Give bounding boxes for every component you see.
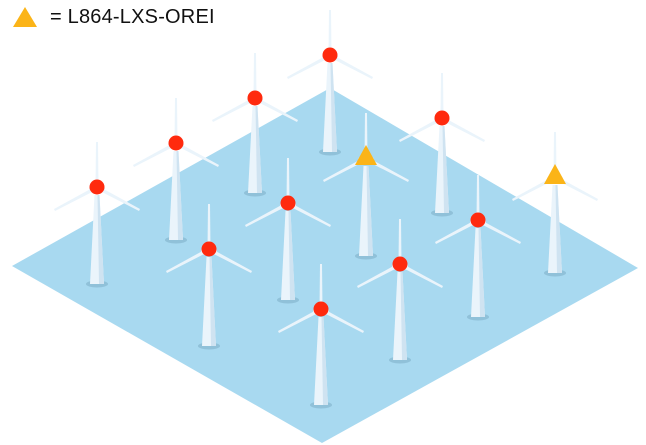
turbine-tower-shade xyxy=(209,257,216,346)
sea-plane xyxy=(12,88,638,443)
wind-turbine xyxy=(54,142,140,288)
wind-turbine xyxy=(399,73,485,217)
circle-marker xyxy=(322,47,338,63)
wind-turbine xyxy=(323,113,409,260)
turbine-blade xyxy=(435,219,479,244)
turbine-blade xyxy=(357,263,401,288)
wind-turbine xyxy=(166,204,252,350)
wind-turbine xyxy=(278,264,364,409)
wind-turbine xyxy=(287,10,373,156)
turbine-tower-shade xyxy=(366,166,373,256)
turbine-blade xyxy=(399,263,443,288)
triangle-marker xyxy=(355,145,377,165)
turbine-blade xyxy=(133,142,177,167)
turbine-tower-shade xyxy=(321,317,328,405)
turbine-blade xyxy=(328,10,332,55)
circle-marker xyxy=(434,110,450,126)
turbine-blade xyxy=(212,97,256,122)
turbine-blade xyxy=(96,186,140,211)
turbine-blade xyxy=(441,117,485,142)
wind-turbine xyxy=(212,53,298,197)
wind-turbine xyxy=(133,98,219,244)
turbine-blade xyxy=(175,142,219,167)
turbine-blade xyxy=(476,175,480,220)
turbine-tower-shade xyxy=(555,185,562,273)
turbine-blade xyxy=(95,142,99,187)
wind-turbine xyxy=(245,158,331,304)
circle-marker xyxy=(247,90,263,106)
triangle-marker-icon xyxy=(13,7,37,27)
turbine-blade xyxy=(398,219,402,264)
turbine-blade xyxy=(287,202,331,227)
turbine-blade xyxy=(245,202,289,227)
circle-marker xyxy=(89,179,105,195)
legend: = L864-LXS-OREI xyxy=(12,4,215,30)
turbine-blade xyxy=(207,204,211,249)
turbine-tower-shade xyxy=(97,195,104,284)
turbine-blade xyxy=(278,308,322,333)
turbine-blade xyxy=(399,117,443,142)
turbine-blade xyxy=(329,54,373,79)
turbine-blade xyxy=(166,248,210,273)
turbine-tower-shade xyxy=(255,106,262,193)
turbine-blade xyxy=(287,54,331,79)
turbine-blade xyxy=(320,308,364,333)
turbine-blade xyxy=(254,97,298,122)
circle-marker xyxy=(470,212,486,228)
turbine-blade xyxy=(54,186,98,211)
turbine-blade xyxy=(319,264,323,309)
turbine-blade xyxy=(253,53,257,98)
turbine-tower-shade xyxy=(330,63,337,152)
triangle-marker xyxy=(544,164,566,184)
turbine-tower-shade xyxy=(400,272,407,360)
turbine-tower-shade xyxy=(288,211,295,300)
wind-turbine xyxy=(357,219,443,364)
turbine-tower-shade xyxy=(442,126,449,213)
turbine-blade xyxy=(286,158,290,203)
circle-marker xyxy=(201,241,217,257)
circle-marker xyxy=(168,135,184,151)
legend-label: = L864-LXS-OREI xyxy=(50,5,215,28)
turbine-tower-shade xyxy=(478,228,485,317)
turbine-blade xyxy=(174,98,178,143)
wind-turbine xyxy=(512,132,598,277)
circle-marker xyxy=(313,301,329,317)
turbine-tower-shade xyxy=(176,151,183,240)
turbine-blade xyxy=(208,248,252,273)
circle-marker xyxy=(280,195,296,211)
turbine-group xyxy=(54,10,598,409)
circle-marker xyxy=(392,256,408,272)
turbine-blade xyxy=(477,219,521,244)
wind-turbine xyxy=(435,175,521,321)
turbine-blade xyxy=(440,73,444,118)
